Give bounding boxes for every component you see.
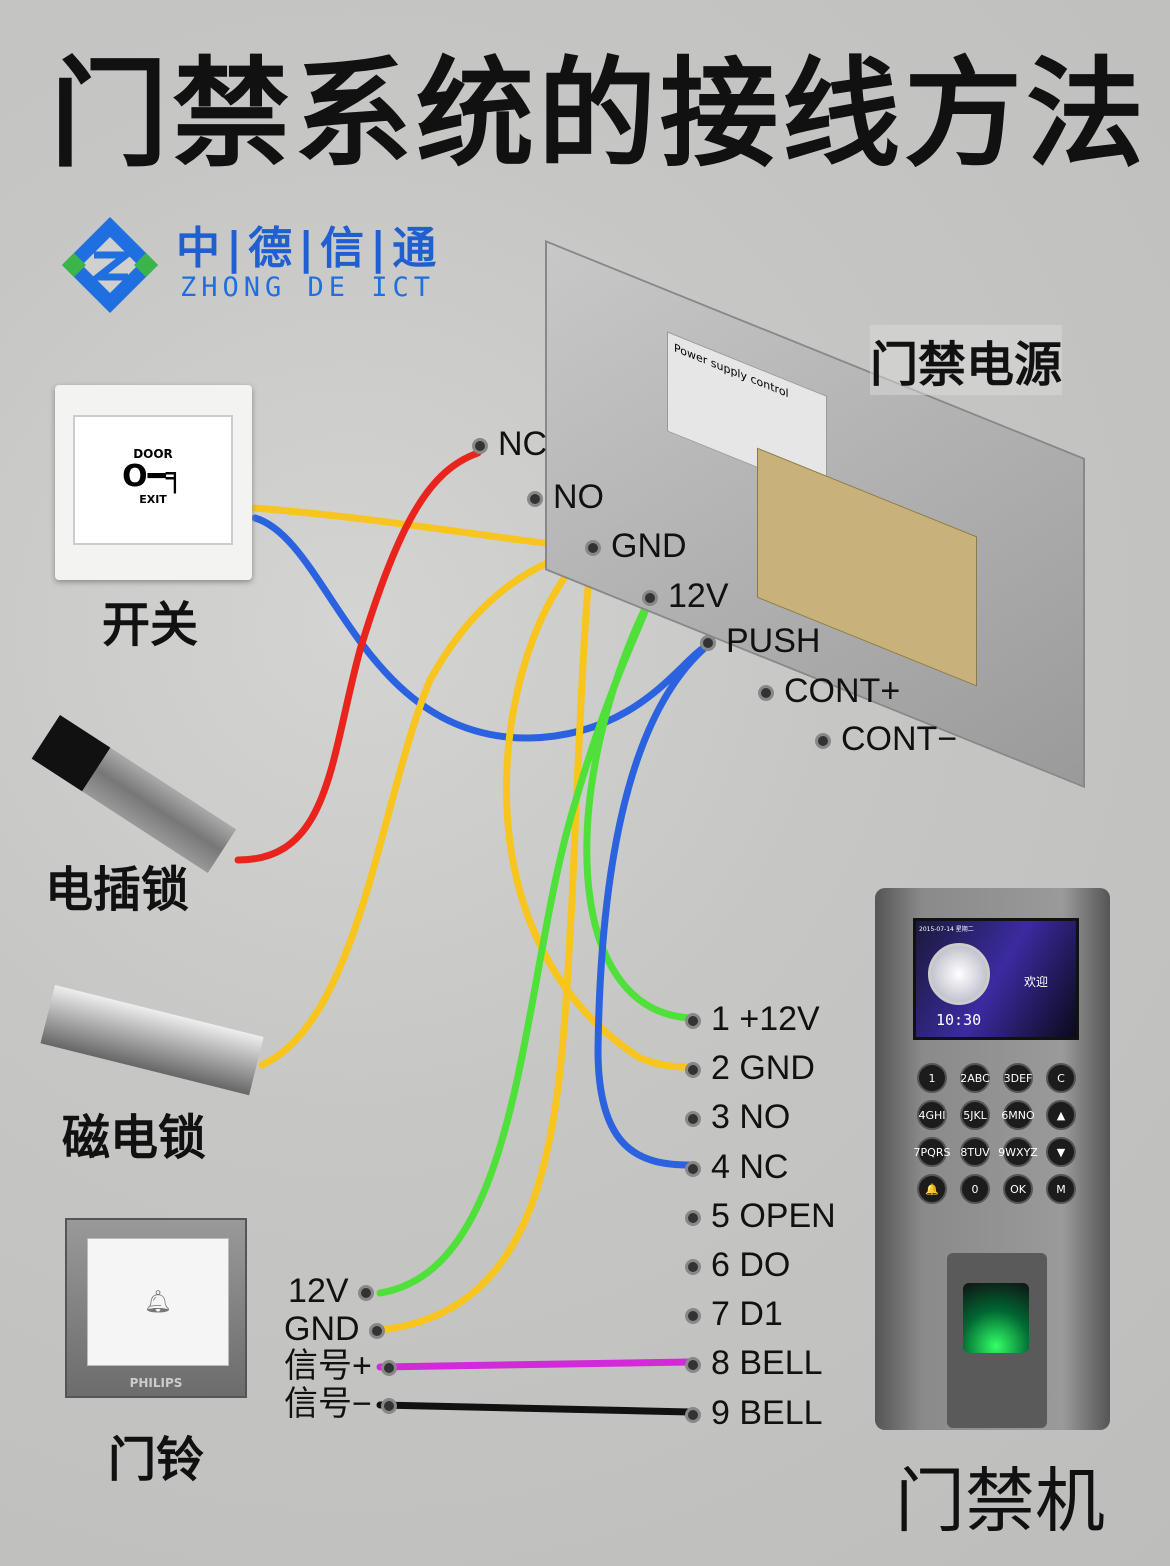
- wire-gnd-term2: [503, 544, 694, 1071]
- wire-exit-push: [251, 514, 712, 742]
- terminal-pin-label: 3 NO: [711, 1098, 791, 1137]
- bell-icon: 🔔︎: [87, 1238, 229, 1366]
- bolt-lock-label: 电插锁: [45, 862, 190, 918]
- terminal-dot: [685, 1406, 701, 1423]
- terminal-dot: [685, 1357, 701, 1374]
- terminal-pin-label: 5 OPEN: [711, 1196, 836, 1235]
- doorbell-terminal: 信号+: [284, 1347, 398, 1386]
- terminal-pin: 1 +12V: [685, 995, 836, 1044]
- screen-welcome: 欢迎: [1024, 975, 1049, 989]
- terminal-pin-label: 2 GND: [711, 1049, 815, 1088]
- terminal-dot: [685, 1013, 701, 1030]
- brand-logo: [60, 215, 160, 319]
- keypad-key[interactable]: ▲: [1046, 1100, 1076, 1130]
- screen-date: 2015-07-14 星期二: [919, 926, 974, 933]
- terminal-pin: 8 BELL: [685, 1339, 836, 1388]
- keypad-key[interactable]: 🔔: [917, 1174, 947, 1204]
- terminal-screen: 2015-07-14 星期二 10:30 欢迎: [913, 918, 1079, 1040]
- terminal-pin: 4 NC: [685, 1143, 836, 1192]
- keypad: 1 2ABC 3DEF C 4GHI 5JKL 6MNO ▲ 7PQRS 8TUV 9WXYZ ▼ 🔔 0…: [914, 1063, 1076, 1204]
- terminal-pin: 6 DO: [685, 1241, 836, 1290]
- wire-bolt-nc: [234, 449, 482, 864]
- power-supply-label: 门禁电源: [870, 325, 1063, 395]
- terminal-dot: [685, 1160, 701, 1177]
- mag-lock-label: 磁电锁: [62, 1110, 207, 1166]
- doorbell-device[interactable]: 🔔︎ PHILIPS: [65, 1218, 247, 1398]
- exit-button-device: DOOR O━╕ EXIT: [55, 385, 252, 580]
- ps-terminal-no: NO: [527, 478, 604, 517]
- keypad-key[interactable]: 6MNO: [1001, 1100, 1035, 1130]
- wire-12v-bell: [376, 594, 654, 1297]
- brand-name-en: ZHONG DE ICT: [180, 272, 436, 303]
- terminal-pin-label: 6 DO: [711, 1246, 791, 1285]
- terminal-pin-label: 8 BELL: [711, 1344, 823, 1383]
- terminal-dot: [685, 1111, 701, 1128]
- ps-terminal-push: PUSH: [700, 622, 820, 661]
- keypad-key[interactable]: 2ABC: [960, 1063, 990, 1093]
- exit-button-label: 开关: [102, 597, 199, 653]
- ps-terminal-12v: 12V: [642, 577, 729, 616]
- page-title: 门禁系统的接线方法: [50, 45, 1149, 183]
- wire-bell-signal-plus: [376, 1358, 694, 1371]
- exit-face-bottom: EXIT: [139, 493, 167, 506]
- clock-icon: [928, 943, 990, 1005]
- terminal-pin-label: 7 D1: [711, 1295, 783, 1334]
- keypad-key[interactable]: 3DEF: [1003, 1063, 1033, 1093]
- keypad-key[interactable]: 5JKL: [960, 1100, 990, 1130]
- wire-mag-gnd: [258, 544, 596, 1069]
- keypad-key[interactable]: 7PQRS: [914, 1137, 950, 1167]
- keypad-key[interactable]: 1: [917, 1063, 947, 1093]
- terminal-pin: 7 D1: [685, 1290, 836, 1339]
- terminal-pin-label: 1 +12V: [711, 1000, 820, 1038]
- wire-bell-signal-minus: [376, 1401, 694, 1416]
- wire-push-term4: [594, 641, 712, 1169]
- ps-terminal-gnd: GND: [585, 527, 687, 566]
- doorbell-terminal: GND: [284, 1310, 386, 1349]
- keypad-key[interactable]: ▼: [1046, 1137, 1076, 1167]
- terminal-pin: 2 GND: [685, 1044, 836, 1093]
- doorbell-terminal: 信号−: [284, 1385, 398, 1424]
- keypad-key[interactable]: 4GHI: [917, 1100, 947, 1130]
- brand-logo-icon: [62, 217, 158, 313]
- keypad-key[interactable]: 8TUV: [960, 1137, 990, 1167]
- terminal-pin-label: 4 NC: [711, 1147, 789, 1186]
- keypad-key[interactable]: 0: [960, 1174, 990, 1204]
- terminal-pin: 5 OPEN: [685, 1192, 836, 1241]
- terminal-dot: [685, 1308, 701, 1325]
- doorbell-terminal: 12V: [284, 1272, 374, 1311]
- screen-time: 10:30: [936, 1011, 982, 1029]
- ps-terminal-cont-plus: CONT+: [758, 672, 900, 711]
- wire-gnd-bell: [376, 544, 596, 1334]
- terminal-pin: 3 NO: [685, 1093, 836, 1142]
- keypad-key[interactable]: M: [1046, 1174, 1076, 1204]
- doorbell-label: 门铃: [108, 1432, 205, 1488]
- terminal-dot: [685, 1209, 701, 1226]
- ps-terminal-cont-minus: CONT−: [815, 720, 957, 759]
- terminal-wiring-list: 1 +12V 2 GND 3 NO 4 NC 5 OPEN 6 DO 7 D1 8 BELL 9…: [685, 995, 836, 1438]
- terminal-dot: [685, 1259, 701, 1276]
- fingerprint-sensor-icon: [963, 1283, 1029, 1353]
- terminal-pin: 9 BELL: [685, 1389, 836, 1438]
- terminal-dot: [685, 1062, 701, 1079]
- keypad-key[interactable]: 9WXYZ: [998, 1137, 1038, 1167]
- fingerprint-reader[interactable]: [947, 1253, 1047, 1428]
- key-icon: O━╕: [122, 459, 184, 494]
- keypad-key[interactable]: C: [1046, 1063, 1076, 1093]
- terminal-label: 门禁机: [895, 1460, 1105, 1542]
- terminal-pin-label: 9 BELL: [711, 1393, 823, 1432]
- ps-terminal-nc: NC: [472, 425, 547, 464]
- doorbell-brand: PHILIPS: [129, 1376, 183, 1390]
- brand-name-cn: 中|德|信|通: [176, 223, 443, 274]
- keypad-key[interactable]: OK: [1003, 1174, 1033, 1204]
- doorbell-terminals: 12V GND 信号+ 信号−: [284, 1272, 398, 1424]
- exit-face-top: DOOR: [133, 447, 173, 461]
- access-terminal-device: 2015-07-14 星期二 10:30 欢迎 1 2ABC 3DEF C 4GHI 5J…: [875, 888, 1110, 1430]
